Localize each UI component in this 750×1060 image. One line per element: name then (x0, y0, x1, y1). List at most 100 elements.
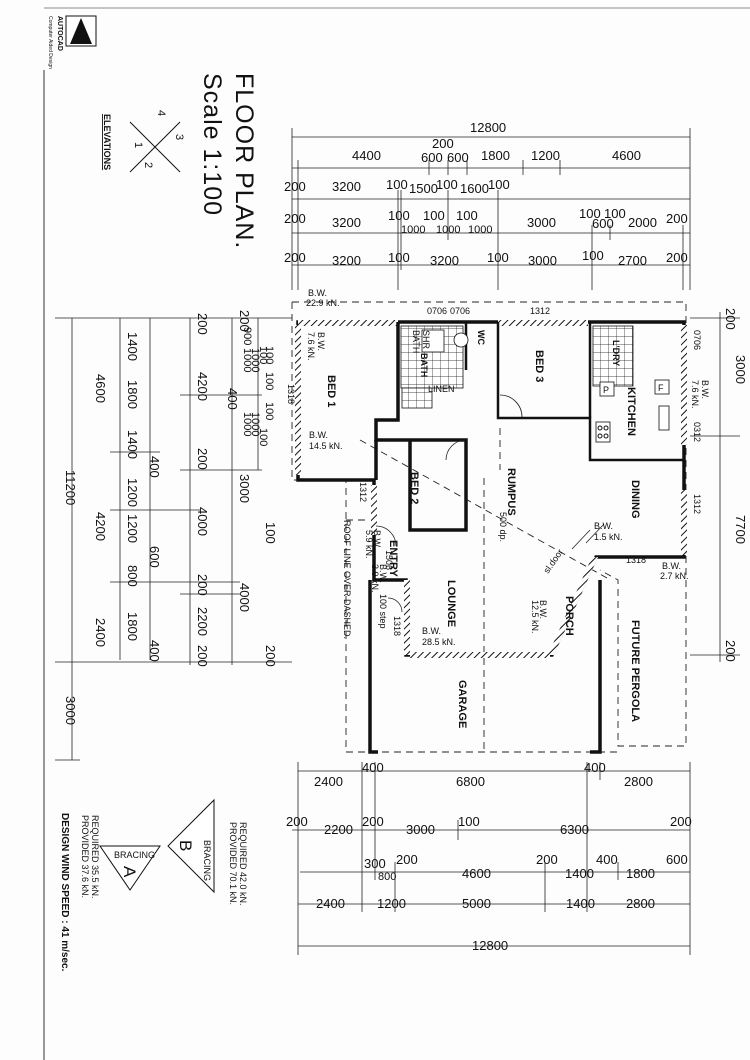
top-row2-dim-2: 100 (386, 177, 408, 192)
left-colD-dim-7: 400 (225, 388, 240, 410)
bracing-b: REQUIRED 42.0 kN. PROVIDED 70.1 kN. BRAC… (167, 798, 248, 906)
bottom-row2-dim-5: 6300 (560, 822, 589, 837)
bottom-row3-dim-5: 1400 (565, 866, 594, 881)
left-colA-dim-0: 1400 (125, 332, 140, 361)
appliance-p: P (603, 385, 609, 395)
bottom-row4-dim-3: 1400 (566, 896, 595, 911)
left-colA-dim-6: 600 (147, 546, 162, 568)
top-row4-dim-3: 3200 (430, 253, 459, 268)
window-code-6: 1312 (692, 494, 702, 514)
top-row2-dim-3: 1500 (409, 181, 438, 196)
bottom-row1-dim-0: 2400 (314, 774, 343, 789)
left-colD-dim-8: 3000 (237, 474, 252, 503)
bracing-b-letter: B (176, 840, 195, 851)
title-scale: Scale 1:100 (198, 73, 226, 216)
top-row4-dim-6: 100 (582, 248, 604, 263)
top-row3-dim-0: 200 (284, 211, 306, 226)
bottom-row3-dim-8: 600 (666, 852, 688, 867)
bracing-a-required: REQUIRED 35.5 kN. (90, 815, 100, 899)
bw-entry2-kn: 3.9 kN. (370, 564, 380, 593)
note-roof-line: ROOF LINE OVER DASHED. (342, 520, 352, 639)
top-row4-dim-8: 200 (666, 250, 688, 265)
left-colA-dim-1: 1800 (125, 380, 140, 409)
window-code-10: 1506 (384, 550, 394, 570)
bw-bed1-label: B.W. (316, 332, 326, 351)
bottom-row4-dim-2: 5000 (462, 896, 491, 911)
window-code-1: 0706 (450, 306, 470, 316)
top-row1-dim-5: 1200 (531, 148, 560, 163)
bottom-row3-dim-1: 200 (396, 852, 418, 867)
bracing-b-provided: PROVIDED 70.1 kN. (228, 822, 238, 905)
bw-bed1-kn: 7.6 kN. (306, 332, 316, 361)
note-step-100: 100 step (378, 594, 388, 629)
top-row1-dim-0: 4400 (352, 148, 381, 163)
left-colD-dim-11: 200 (263, 645, 278, 667)
room-future-pergola: FUTURE PERGOLA (629, 620, 641, 722)
top-row2-dim-6: 100 (488, 177, 510, 192)
bottom-row2-dim-0: 200 (286, 814, 308, 829)
left-colC-dim-0: 200 (195, 313, 210, 335)
left-colD-dim-1: 900 (241, 327, 253, 345)
top-row3-dim-3: 100 (423, 208, 445, 223)
left-colC-dim-4: 200 (195, 574, 210, 596)
logo-text: AUTOCAD (56, 16, 63, 51)
left-colA-dim-4: 1200 (125, 478, 140, 507)
right-inner-dim-0: 200 (723, 308, 738, 330)
room-bed1: BED 1 (325, 375, 337, 407)
bw-bed1b-label: B.W. (309, 430, 328, 440)
top-row4-dim-7: 2700 (618, 253, 647, 268)
left-colC-dim-1: 4200 (195, 372, 210, 401)
room-dining: DINING (629, 480, 641, 519)
bottom-row3-dim-0: 300 (364, 856, 386, 871)
elevation-mark-1: 1 (132, 142, 144, 148)
left-colC-dim-6: 200 (195, 645, 210, 667)
bottom-row1-dim-2: 6800 (456, 774, 485, 789)
bottom-row1-dim-4: 2800 (624, 774, 653, 789)
window-code-7: 1312 (358, 482, 368, 502)
bw-right2-label: B.W. (662, 561, 681, 571)
top-row3-dim-12: 2000 (628, 215, 657, 230)
bottom-row2-dim-4: 100 (458, 814, 480, 829)
top-row4-dim-5: 3000 (528, 253, 557, 268)
bottom-row4-dim-4: 2800 (626, 896, 655, 911)
top-row1-dim-6: 4600 (612, 148, 641, 163)
house-plan (291, 301, 687, 754)
bw-dining-label: B.W. (594, 521, 613, 531)
room-bed3: BED 3 (533, 350, 545, 382)
bottom-row1-dim-1: 400 (362, 760, 384, 775)
bracing-b-required: REQUIRED 42.0 kN. (238, 822, 248, 906)
elevation-mark-3: 3 (173, 134, 185, 140)
room-wc: WC (476, 330, 486, 345)
window-code-2: 1312 (530, 306, 550, 316)
window-code-0: 0706 (427, 306, 447, 316)
top-row1-dim-4: 1800 (481, 148, 510, 163)
title-floor-plan: FLOOR PLAN. (230, 73, 258, 249)
room-shr: SHR (421, 330, 431, 350)
top-dimensions: 12800 4400 200 600 600 1800 1200 4600 20… (284, 120, 691, 290)
window-code-8: 1318 (626, 555, 646, 565)
elevation-marker: 1 2 3 4 ELEVATIONS (102, 110, 185, 173)
top-row3-dim-1: 3200 (332, 215, 361, 230)
note-step-500: 500 dp. (498, 512, 508, 542)
bw-bed1b-kn: 14.5 kN. (309, 441, 343, 451)
left-colA-dim-3: 400 (147, 456, 162, 478)
room-garage: GARAGE (456, 680, 468, 728)
room-rumpus: RUMPUS (505, 468, 517, 516)
bracing-wall-notes: B.W. 22.9 kN. B.W. 7.6 kN. B.W. 14.5 kN.… (306, 288, 710, 647)
left-colA-dim-7: 800 (125, 565, 140, 587)
bw-top-label: B.W. (308, 288, 327, 298)
left-colB-dim-1: 4200 (93, 512, 108, 541)
appliance-f: F (658, 383, 664, 393)
window-code-3: 0706 (692, 330, 702, 350)
bottom-row4-dim-1: 1200 (377, 896, 406, 911)
logo-subtitle: Computer Aided Design (47, 16, 53, 69)
left-colE-dim-2: 1000 (241, 412, 253, 436)
bottom-row3-dim-4: 200 (536, 852, 558, 867)
bottom-dimensions: 2400 400 6800 400 2800 200 2200 200 3000… (286, 760, 692, 955)
left-colA-dim-8: 1800 (125, 612, 140, 641)
left-colB-dim-0: 4600 (93, 374, 108, 403)
bw-right2-kn: 2.7 kN. (660, 571, 689, 581)
window-code-5: 0312 (692, 422, 702, 442)
bw-entry2-label: B.W. (378, 564, 388, 583)
room-kitchen: KITCHEN (625, 387, 637, 436)
